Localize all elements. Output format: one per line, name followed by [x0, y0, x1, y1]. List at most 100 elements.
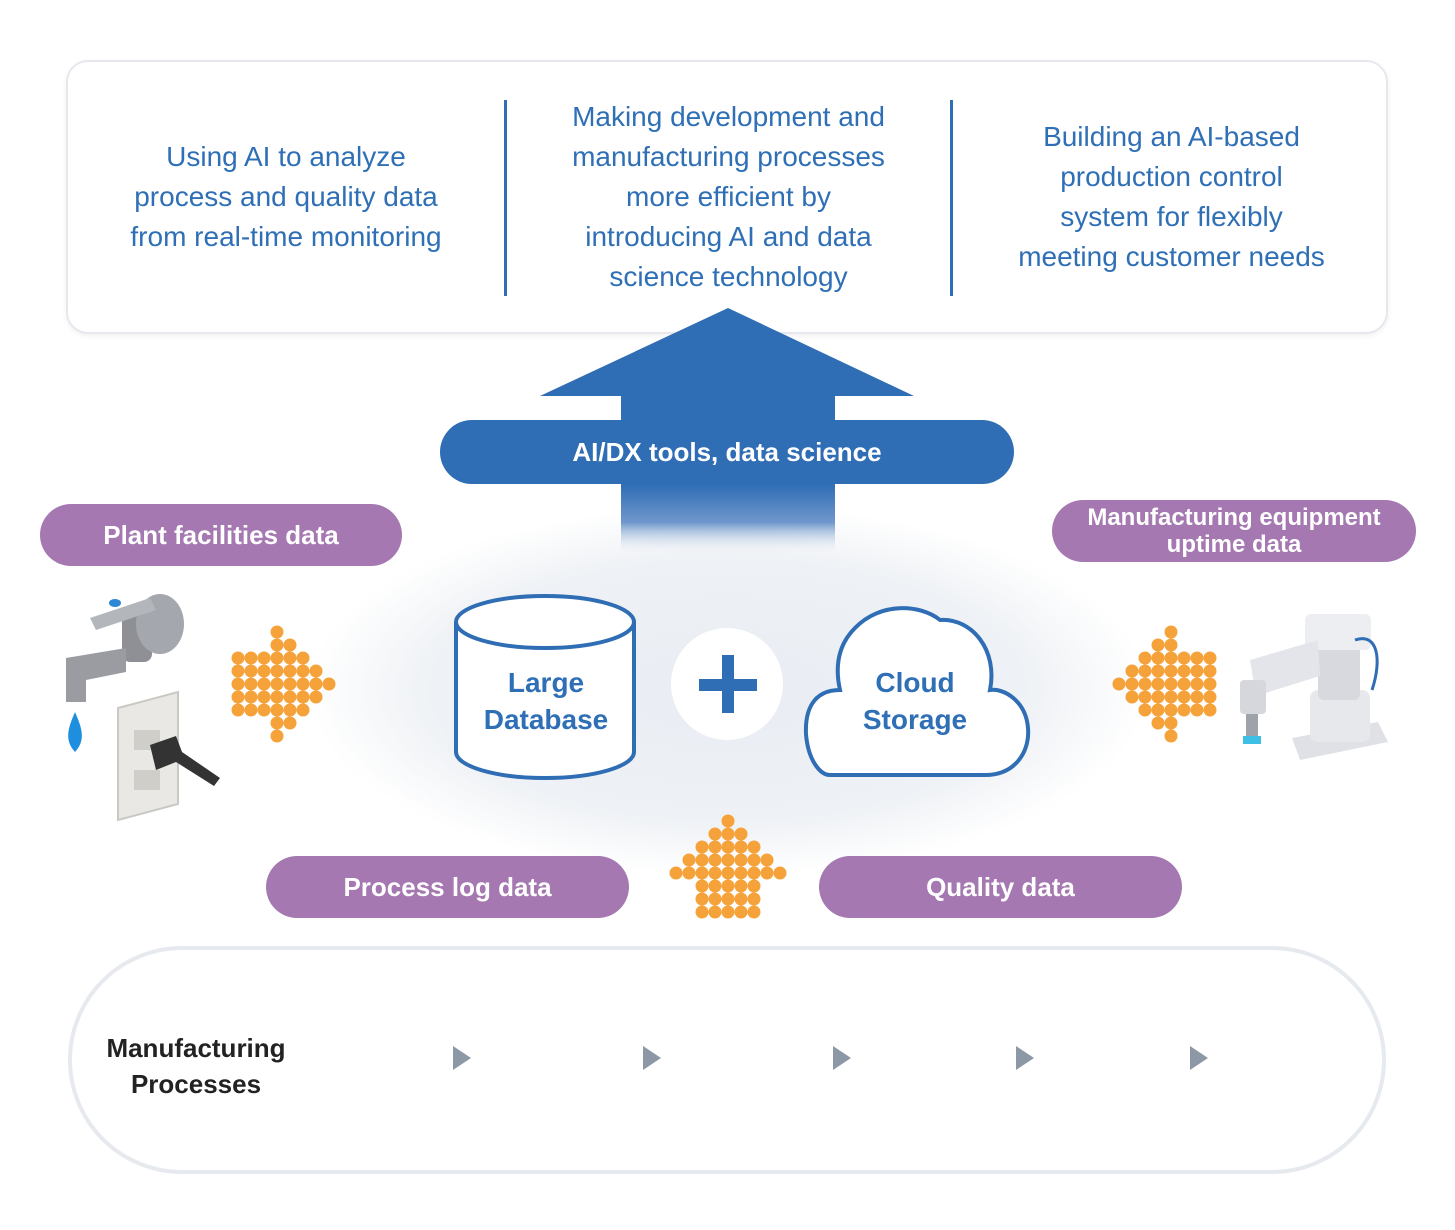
dot — [695, 892, 709, 906]
dot — [257, 677, 271, 691]
dot — [309, 664, 323, 678]
dot — [734, 827, 748, 841]
dot — [296, 651, 310, 665]
dot — [1112, 677, 1126, 691]
dot — [231, 690, 245, 704]
dot — [296, 690, 310, 704]
dot — [734, 840, 748, 854]
dot — [283, 716, 297, 730]
dot — [244, 651, 258, 665]
dot — [1190, 703, 1204, 717]
dot — [1177, 677, 1191, 691]
dot — [708, 905, 722, 919]
process-log-pill: Process log data — [266, 856, 629, 918]
dot — [257, 703, 271, 717]
dot — [708, 840, 722, 854]
dot — [270, 625, 284, 639]
dot — [721, 892, 735, 906]
dot — [721, 827, 735, 841]
goal-divider — [504, 100, 507, 296]
dot — [682, 853, 696, 867]
dot — [1138, 651, 1152, 665]
dot — [747, 892, 761, 906]
quality-data-pill: Quality data — [819, 856, 1182, 918]
dot — [760, 866, 774, 880]
dot — [257, 664, 271, 678]
dot — [283, 703, 297, 717]
robot-arm-icon — [1240, 614, 1388, 760]
dot — [721, 879, 735, 893]
dot — [270, 677, 284, 691]
dot — [283, 690, 297, 704]
dot — [734, 892, 748, 906]
dot — [1190, 690, 1204, 704]
dot — [721, 840, 735, 854]
dot — [270, 716, 284, 730]
dot — [1190, 664, 1204, 678]
dot — [773, 866, 787, 880]
up-arrow-head — [540, 308, 914, 396]
dot — [1164, 703, 1178, 717]
database-icon — [454, 594, 636, 780]
manufacturing-label: Manufacturing Processes — [106, 1033, 286, 1099]
process-step-arrow — [453, 1046, 471, 1070]
dot — [695, 840, 709, 854]
dot — [270, 729, 284, 743]
dot — [1151, 664, 1165, 678]
dot — [1164, 664, 1178, 678]
dot — [283, 664, 297, 678]
dot-arrow-left — [231, 625, 336, 743]
process-step-arrow — [643, 1046, 661, 1070]
manufacturing-panel — [68, 946, 1386, 1174]
dot — [695, 866, 709, 880]
dot — [1138, 664, 1152, 678]
dot — [721, 905, 735, 919]
dot — [708, 879, 722, 893]
goal-divider — [950, 100, 953, 296]
dot — [296, 677, 310, 691]
goals-panel: Using AI to analyze process and quality … — [66, 60, 1388, 334]
dot — [682, 866, 696, 880]
goal-production-control: Building an AI-based production control … — [953, 62, 1390, 332]
goal-production-control-text: Building an AI-based production control … — [1018, 121, 1325, 272]
database-label: Large Database — [483, 667, 609, 735]
dot — [1203, 703, 1217, 717]
dot — [270, 651, 284, 665]
dot — [1164, 729, 1178, 743]
dot — [1151, 690, 1165, 704]
dot — [1203, 651, 1217, 665]
dot — [1164, 638, 1178, 652]
dot — [231, 664, 245, 678]
dot — [1125, 690, 1139, 704]
dot — [721, 866, 735, 880]
dot — [1177, 703, 1191, 717]
dot — [708, 853, 722, 867]
dot — [1203, 664, 1217, 678]
goal-analyze-text: Using AI to analyze process and quality … — [130, 141, 442, 252]
dot — [734, 866, 748, 880]
dot — [1177, 664, 1191, 678]
dot — [708, 827, 722, 841]
dot-arrow-up — [669, 814, 787, 919]
dot — [1151, 638, 1165, 652]
dot — [1164, 716, 1178, 730]
dot — [734, 879, 748, 893]
dot — [1203, 690, 1217, 704]
dot — [669, 866, 683, 880]
dot — [1164, 677, 1178, 691]
dot — [1164, 651, 1178, 665]
dot — [1151, 677, 1165, 691]
dot — [231, 703, 245, 717]
dot — [1151, 651, 1165, 665]
plant-facilities-pill: Plant facilities data — [40, 504, 402, 566]
dot — [244, 677, 258, 691]
dot — [1151, 716, 1165, 730]
dot — [296, 664, 310, 678]
faucet-icon — [66, 594, 184, 752]
dot — [734, 853, 748, 867]
dot — [695, 853, 709, 867]
dot — [695, 905, 709, 919]
dot — [1151, 703, 1165, 717]
dot — [322, 677, 336, 691]
